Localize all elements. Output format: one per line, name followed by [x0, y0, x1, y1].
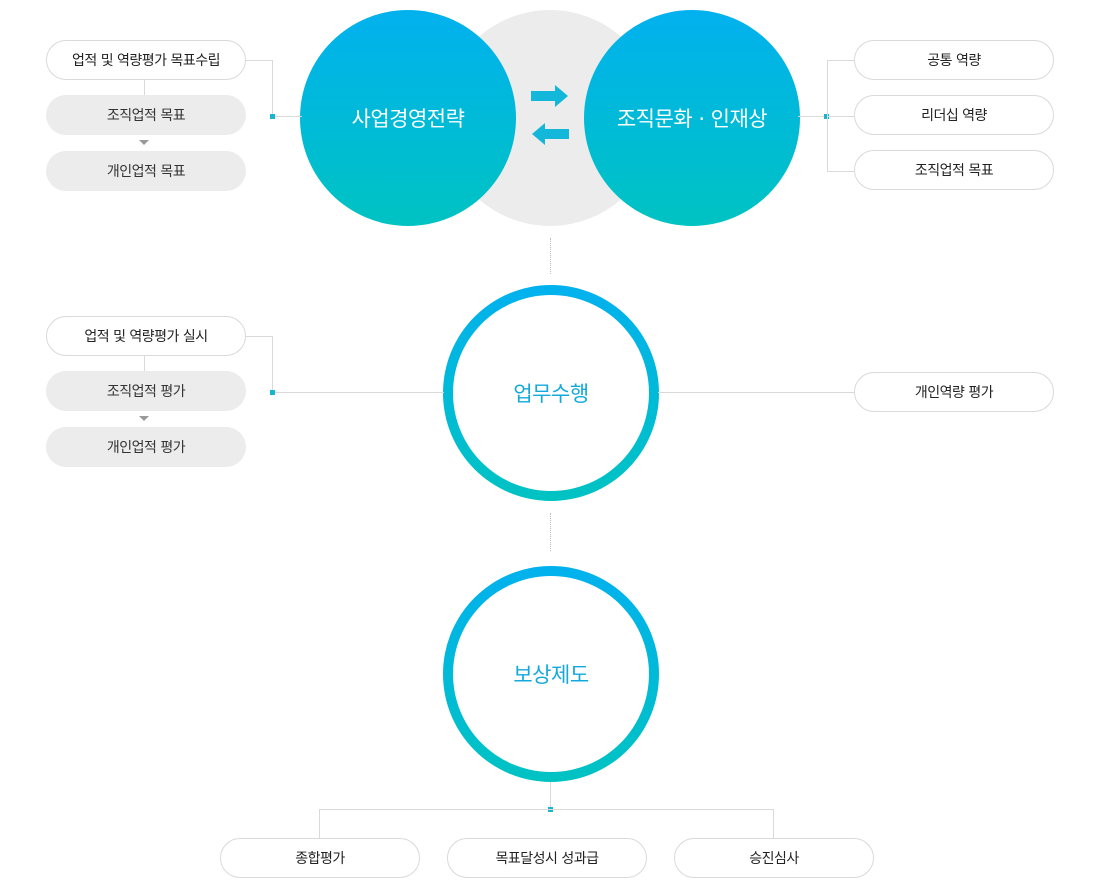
connector-bottom-h: [319, 809, 774, 810]
pill-performance-bonus-label: 목표달성시 성과급: [495, 851, 600, 867]
connector-mid-left-h2: [272, 392, 444, 393]
pill-org-evaluation: 조직업적 평가: [46, 371, 246, 411]
connector-top-left-h1: [246, 60, 273, 61]
pill-goal-setting: 업적 및 역량평가 목표수립: [46, 40, 246, 80]
pill-promotion-review-label: 승진심사: [749, 851, 799, 867]
connector-bottom-stem: [550, 782, 551, 810]
pill-leadership-competency: 리더십 역량: [854, 95, 1054, 135]
pill-personal-evaluation-label: 개인업적 평가: [106, 440, 186, 456]
pill-common-competency-label: 공통 역량: [927, 53, 981, 69]
pill-personal-competency-eval-label: 개인역량 평가: [914, 385, 994, 401]
dotted-connector-top: [550, 238, 551, 274]
connector-top-right-dot: [824, 114, 829, 119]
circle-work-performance: 업무수행: [443, 285, 659, 501]
connector-left-list-stem: [144, 80, 145, 95]
circle-business-strategy-label: 사업경영전략: [351, 107, 465, 131]
connector-mid-left-dot: [270, 390, 275, 395]
connector-mid-left-v: [272, 336, 273, 393]
connector-top-right-b3: [827, 171, 854, 172]
circle-compensation: 보상제도: [443, 566, 659, 782]
circle-work-performance-inner: 업무수행: [453, 295, 649, 491]
pill-evaluation-execution: 업적 및 역량평가 실시: [46, 316, 246, 356]
pill-org-evaluation-label: 조직업적 평가: [106, 384, 186, 400]
dotted-connector-middle: [550, 513, 551, 551]
arrow-left-icon: [532, 123, 569, 145]
pill-org-goal-right: 조직업적 목표: [854, 150, 1054, 190]
connector-top-left-v: [272, 60, 273, 117]
circle-compensation-inner: 보상제도: [453, 576, 649, 772]
pill-personal-competency-eval: 개인역량 평가: [854, 372, 1054, 412]
pill-common-competency: 공통 역량: [854, 40, 1054, 80]
connector-mid-left-h1: [246, 336, 273, 337]
pill-org-goal-label: 조직업적 목표: [106, 108, 186, 124]
circle-culture-talent: 조직문화 · 인재상: [584, 10, 800, 226]
triangle-down-icon: [139, 140, 149, 145]
pill-promotion-review: 승진심사: [674, 838, 874, 878]
connector-bottom-b3: [773, 809, 774, 838]
pill-leadership-competency-label: 리더십 역량: [921, 108, 987, 124]
connector-top-right-b2: [827, 116, 854, 117]
connector-top-right-b1: [827, 60, 854, 61]
connector-top-right-h: [798, 116, 828, 117]
connector-top-left-dot: [270, 114, 275, 119]
connector-mid-right-h: [658, 392, 854, 393]
pill-performance-bonus: 목표달성시 성과급: [447, 838, 647, 878]
pill-org-goal: 조직업적 목표: [46, 95, 246, 135]
pill-evaluation-execution-label: 업적 및 역량평가 실시: [84, 329, 208, 345]
pill-personal-goal: 개인업적 목표: [46, 151, 246, 191]
circle-work-performance-label: 업무수행: [513, 382, 589, 406]
circle-compensation-label: 보상제도: [513, 663, 589, 687]
triangle-down-icon: [139, 416, 149, 421]
connector-top-left-h2: [272, 116, 302, 117]
connector-bottom-b1: [319, 809, 320, 838]
pill-personal-goal-label: 개인업적 목표: [106, 164, 186, 180]
connector-mid-left-list-stem: [144, 356, 145, 371]
pill-org-goal-right-label: 조직업적 목표: [914, 163, 994, 179]
circle-culture-talent-label: 조직문화 · 인재상: [616, 107, 768, 131]
pill-overall-evaluation-label: 종합평가: [295, 851, 345, 867]
pill-goal-setting-label: 업적 및 역량평가 목표수립: [71, 53, 221, 69]
circle-business-strategy: 사업경영전략: [300, 10, 516, 226]
pill-overall-evaluation: 종합평가: [220, 838, 420, 878]
pill-personal-evaluation: 개인업적 평가: [46, 427, 246, 467]
arrow-right-icon: [531, 85, 568, 107]
connector-top-right-v: [827, 60, 828, 171]
